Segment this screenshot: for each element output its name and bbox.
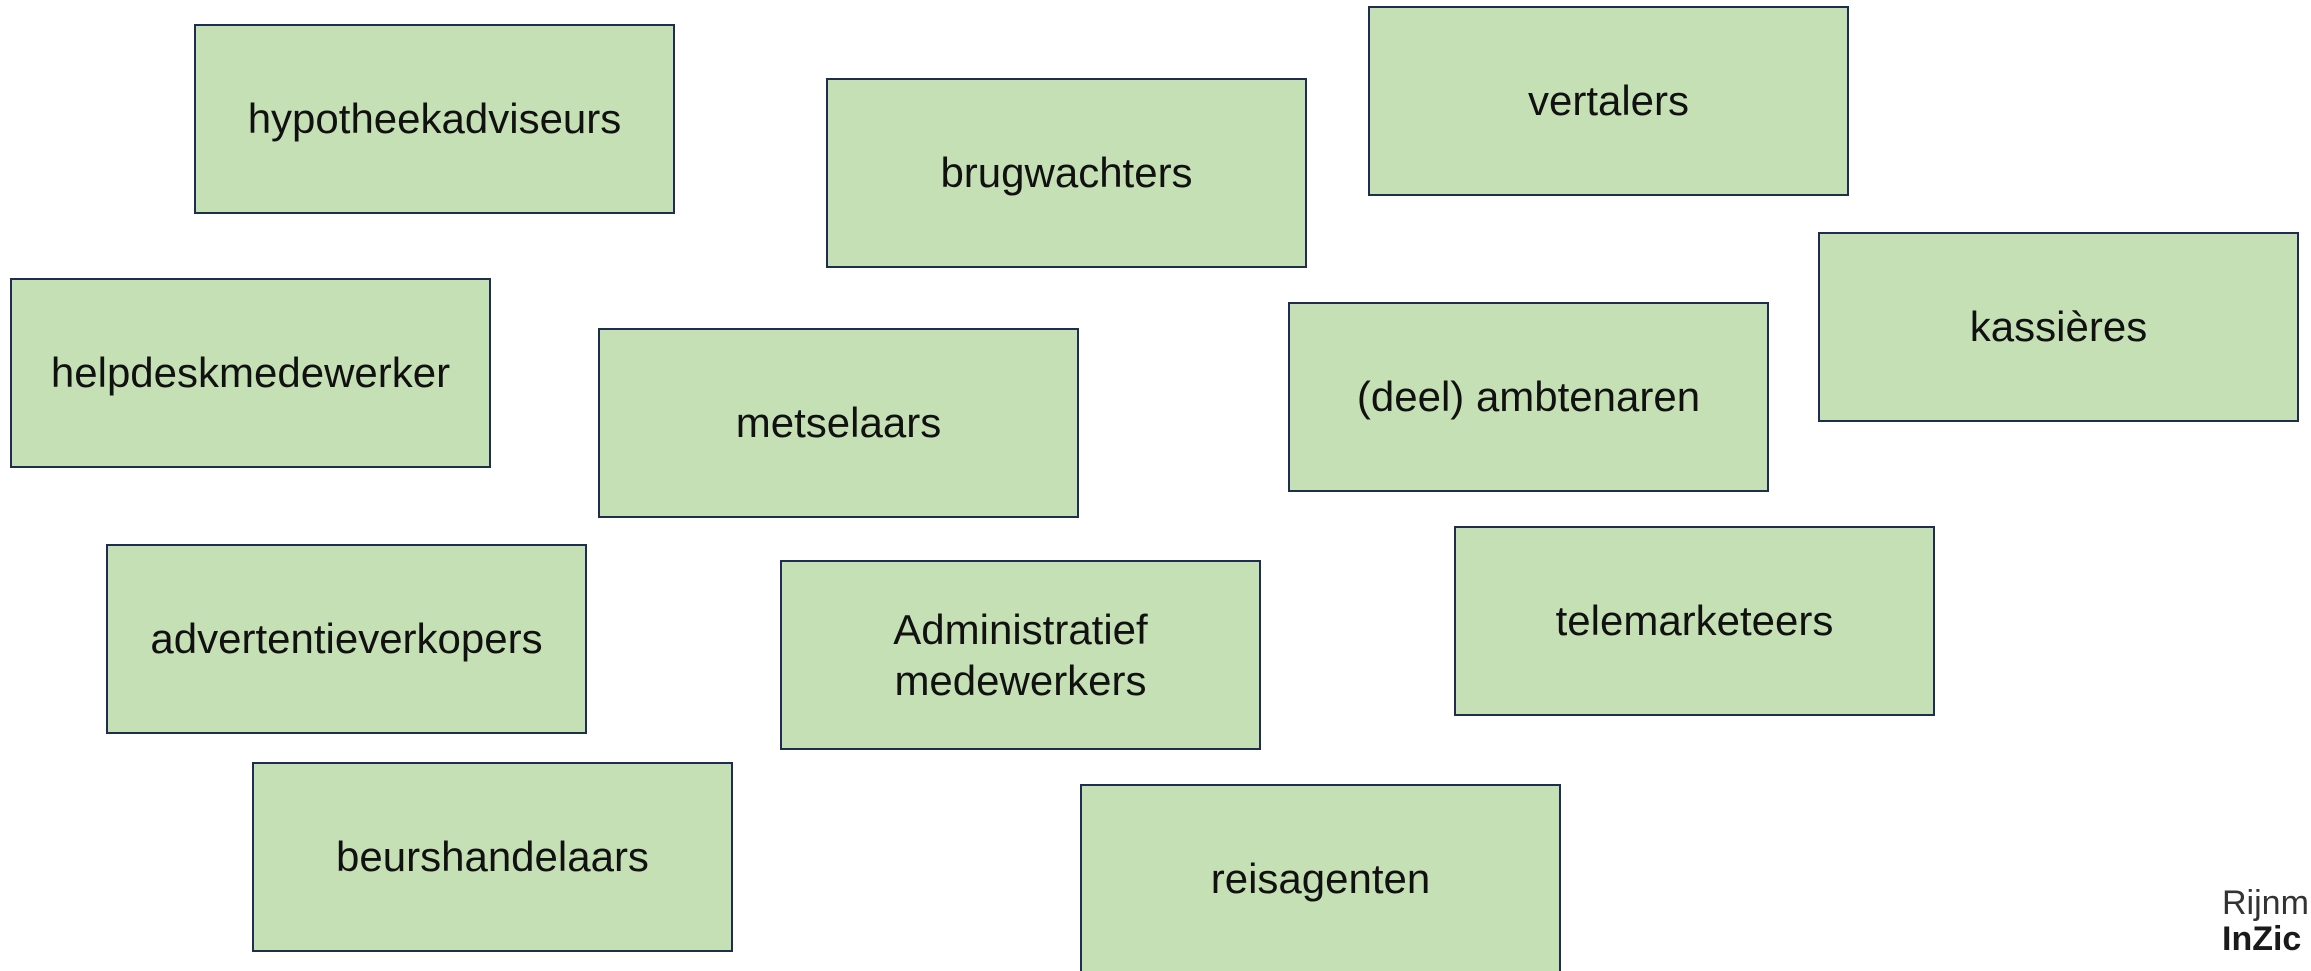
card-vertalers: vertalers	[1368, 6, 1849, 196]
card-label: brugwachters	[940, 149, 1193, 197]
card-label: beurshandelaars	[336, 833, 649, 881]
card-label: reisagenten	[1210, 854, 1431, 902]
brand-logo: Rijnm InZic	[2222, 884, 2311, 958]
logo-line-1: Rijnm	[2222, 884, 2309, 922]
card-administratief-medewerkers: Administratief medewerkers	[780, 560, 1261, 750]
card-label: (deel) ambtenaren	[1356, 373, 1701, 421]
card-advertentieverkopers: advertentieverkopers	[106, 544, 587, 734]
card-reisagenten: reisagenten	[1080, 784, 1561, 971]
card-label: telemarketeers	[1555, 597, 1834, 645]
card-helpdeskmedewerker: helpdeskmedewerker	[10, 278, 491, 468]
card-label: advertentieverkopers	[150, 615, 543, 663]
card-label: vertalers	[1527, 77, 1690, 125]
card-label: helpdeskmedewerker	[50, 349, 451, 397]
card-label: hypotheekadviseurs	[247, 95, 622, 143]
card-metselaars: metselaars	[598, 328, 1079, 518]
card-label: kassières	[1969, 303, 2148, 351]
card-label: Administratief medewerkers	[893, 605, 1148, 704]
card-brugwachters: brugwachters	[826, 78, 1307, 268]
card-kassieres: kassières	[1818, 232, 2299, 422]
card-deel-ambtenaren: (deel) ambtenaren	[1288, 302, 1769, 492]
card-hypotheekadviseurs: hypotheekadviseurs	[194, 24, 675, 214]
card-telemarketeers: telemarketeers	[1454, 526, 1935, 716]
card-label: metselaars	[735, 399, 942, 447]
card-beurshandelaars: beurshandelaars	[252, 762, 733, 952]
logo-line-2: InZic	[2222, 919, 2302, 958]
